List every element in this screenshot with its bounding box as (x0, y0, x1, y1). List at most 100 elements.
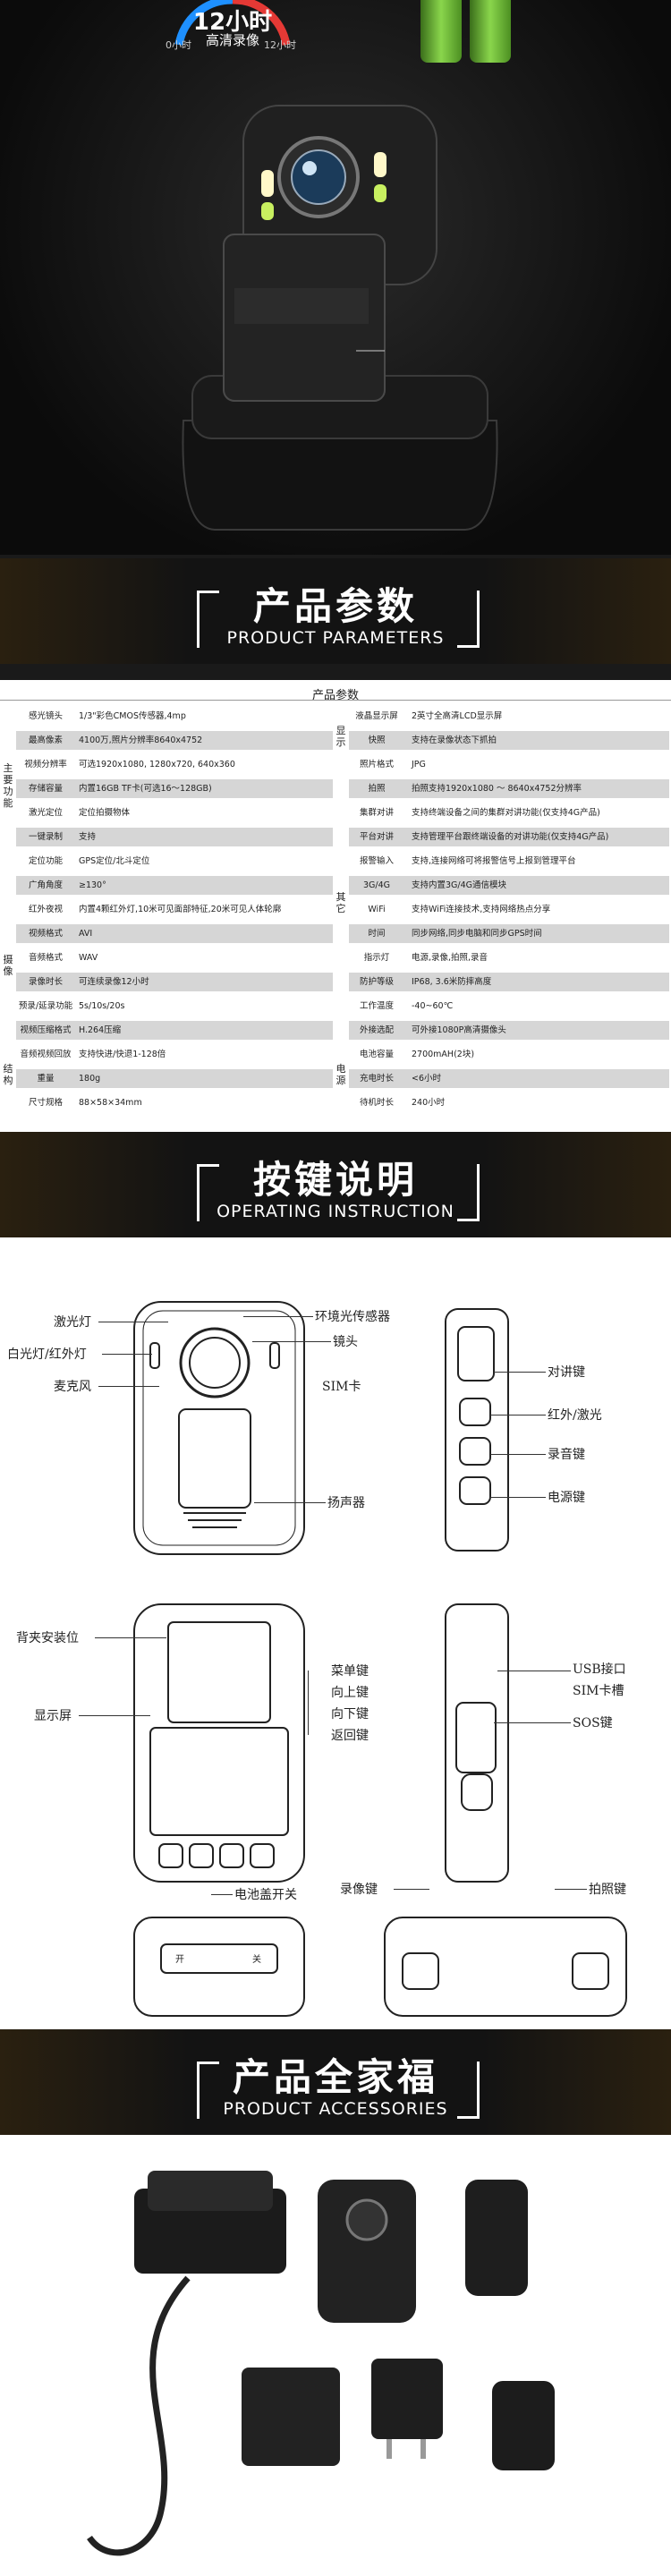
spec-row: 广角角度≥130° (16, 876, 333, 895)
spec-value: IP68, 3.6米防摔高度 (412, 977, 492, 987)
spec-row: 工作温度-40~60℃ (349, 997, 669, 1016)
spec-value: 1/3"彩色CMOS传感器,4mp (79, 711, 186, 721)
spec-label: 一键录制 (28, 832, 63, 842)
spec-value: 支持 (79, 832, 97, 842)
spec-value: 180g (79, 1074, 101, 1084)
spec-value: 同步网络,同步电脑和同步GPS时间 (412, 929, 542, 939)
spec-value: JPG (412, 760, 426, 769)
spec-value: 支持管理平台跟终端设备的对讲功能(仅支持4G产品) (412, 832, 609, 842)
label-menu-key: 菜单键 (331, 1664, 369, 1679)
spec-row: 音频视频回放支持快进/快退1-128倍 (16, 1045, 333, 1064)
spec-row: 充电时长<6小时 (349, 1069, 669, 1088)
spec-label: 音频视频回放 (20, 1050, 72, 1059)
divider (0, 700, 671, 701)
spec-row: 平台对讲 支持管理平台跟终端设备的对讲功能(仅支持4G产品) (349, 828, 669, 846)
spec-label: 平台对讲 (359, 832, 394, 842)
spec-label: 时间 (368, 929, 386, 939)
leader-line (490, 1454, 546, 1455)
group-video-label: 摄像 (3, 954, 13, 977)
spec-label: WiFi (368, 905, 386, 914)
spec-label: 广角角度 (28, 880, 63, 890)
label-white-ir: 白光灯/红外灯 (7, 1348, 87, 1362)
accessories-illustration (87, 2171, 555, 2556)
leader-line (494, 1722, 571, 1723)
spec-label: 尺寸规格 (28, 1098, 63, 1108)
spec-label: 重量 (37, 1074, 55, 1084)
leader-line (494, 1372, 546, 1373)
spec-value: 88×58×34mm (79, 1098, 142, 1108)
spec-row: 红外夜视内置4颗红外灯,10米可见面部特征,20米可见人体轮廓 (16, 900, 333, 919)
leader-line (555, 1889, 587, 1890)
spec-value: 支持WiFi连接技术,支持网络热点分享 (412, 905, 551, 914)
spec-label: 预录/延录功能 (18, 1001, 73, 1011)
label-mic: 麦克风 (54, 1380, 91, 1394)
spec-label: 拍照 (368, 784, 386, 794)
spec-row: 时间 同步网络,同步电脑和同步GPS时间 (349, 924, 669, 943)
back-clip (465, 2180, 528, 2296)
spec-row: 液晶显示屏 2英寸全高清LCD显示屏 (349, 707, 669, 726)
spec-row: WiFi 支持WiFi连接技术,支持网络热点分享 (349, 900, 669, 919)
spec-label: 音频格式 (28, 953, 63, 963)
spec-label: 防护等级 (359, 977, 394, 987)
switch-open-label: 开 (175, 1955, 184, 1965)
spec-value: -40~60℃ (412, 1001, 454, 1011)
spec-value: 可连续录像12小时 (79, 977, 149, 987)
spec-value: 支持在录像状态下抓拍 (412, 735, 497, 745)
label-usb-port: USB接口 (573, 1662, 626, 1677)
leader-line (79, 1715, 150, 1716)
leader-line (102, 1354, 152, 1355)
gauge-end-label: 12小时 (264, 39, 296, 51)
spec-row: 视频分辨率可选1920x1080, 1280x720, 640x360 (16, 755, 333, 774)
label-speaker: 扬声器 (327, 1496, 365, 1510)
device-line-drawings (133, 1301, 627, 2017)
spec-row: 音频格式 WAV (16, 948, 333, 967)
spec-label: 定位功能 (28, 856, 63, 866)
operating-instruction-section: 激光灯 白光灯/红外灯 麦克风 环境光传感器 镜头 SIM卡 扬声器 对讲键 红… (0, 1237, 671, 2029)
spec-label: 存储容量 (28, 784, 63, 794)
label-power-key: 电源键 (548, 1491, 585, 1505)
banner-subtitle: PRODUCT ACCESSORIES (223, 2099, 448, 2119)
hero-section: 12小时 高清录像 0小时 12小时 (0, 0, 671, 555)
label-record-key: 录像键 (340, 1883, 378, 1897)
leader-line (490, 1497, 546, 1498)
spec-row: 尺寸规格 88×58×34mm (16, 1093, 333, 1112)
spec-label: 液晶显示屏 (355, 711, 398, 721)
spec-row: 重量 180g (16, 1069, 333, 1088)
spec-value: 内置16GB TF卡(可选16～128GB) (79, 784, 212, 794)
spec-label: 集群对讲 (359, 808, 394, 818)
spec-label: 视频分辨率 (24, 760, 67, 769)
spec-label: 电池容量 (359, 1050, 394, 1059)
banner-frame (197, 1164, 480, 1221)
spec-value: 电源,录像,拍照,录音 (412, 953, 488, 963)
leader-bracket (308, 1671, 330, 1735)
label-lens: 镜头 (333, 1335, 358, 1349)
label-sos-key: SOS键 (573, 1716, 613, 1730)
spec-value: 2英寸全高清LCD显示屏 (412, 711, 503, 721)
spec-value: 支持内置3G/4G通信模块 (412, 880, 507, 890)
spec-row: 集群对讲支持终端设备之间的集群对讲功能(仅支持4G产品) (349, 803, 669, 822)
group-structure-label: 结构 (3, 1063, 13, 1086)
spec-label: 激光定位 (28, 808, 63, 818)
spec-value: 可外接1080P高清摄像头 (412, 1025, 506, 1035)
banner-frame (197, 2062, 480, 2119)
group-other-label: 其它 (336, 891, 346, 914)
spec-row: 外接选配可外接1080P高清摄像头 (349, 1021, 669, 1040)
spec-value: WAV (79, 953, 98, 963)
spec-row: 指示灯 电源,录像,拍照,录音 (349, 948, 669, 967)
spec-value: 4100万,照片分辨率8640x4752 (79, 735, 203, 745)
banner-title: 产品全家福 (232, 2055, 438, 2099)
clip-pad (492, 2381, 555, 2470)
gauge-start-label: 0小时 (166, 39, 191, 51)
accessories-banner: 产品全家福 PRODUCT ACCESSORIES (0, 2029, 671, 2135)
leader-line (211, 1894, 233, 1895)
spec-label: 指示灯 (363, 953, 390, 963)
spec-label: 待机时长 (359, 1098, 394, 1108)
spec-value: 内置4颗红外灯,10米可见面部特征,20米可见人体轮廓 (79, 905, 282, 914)
